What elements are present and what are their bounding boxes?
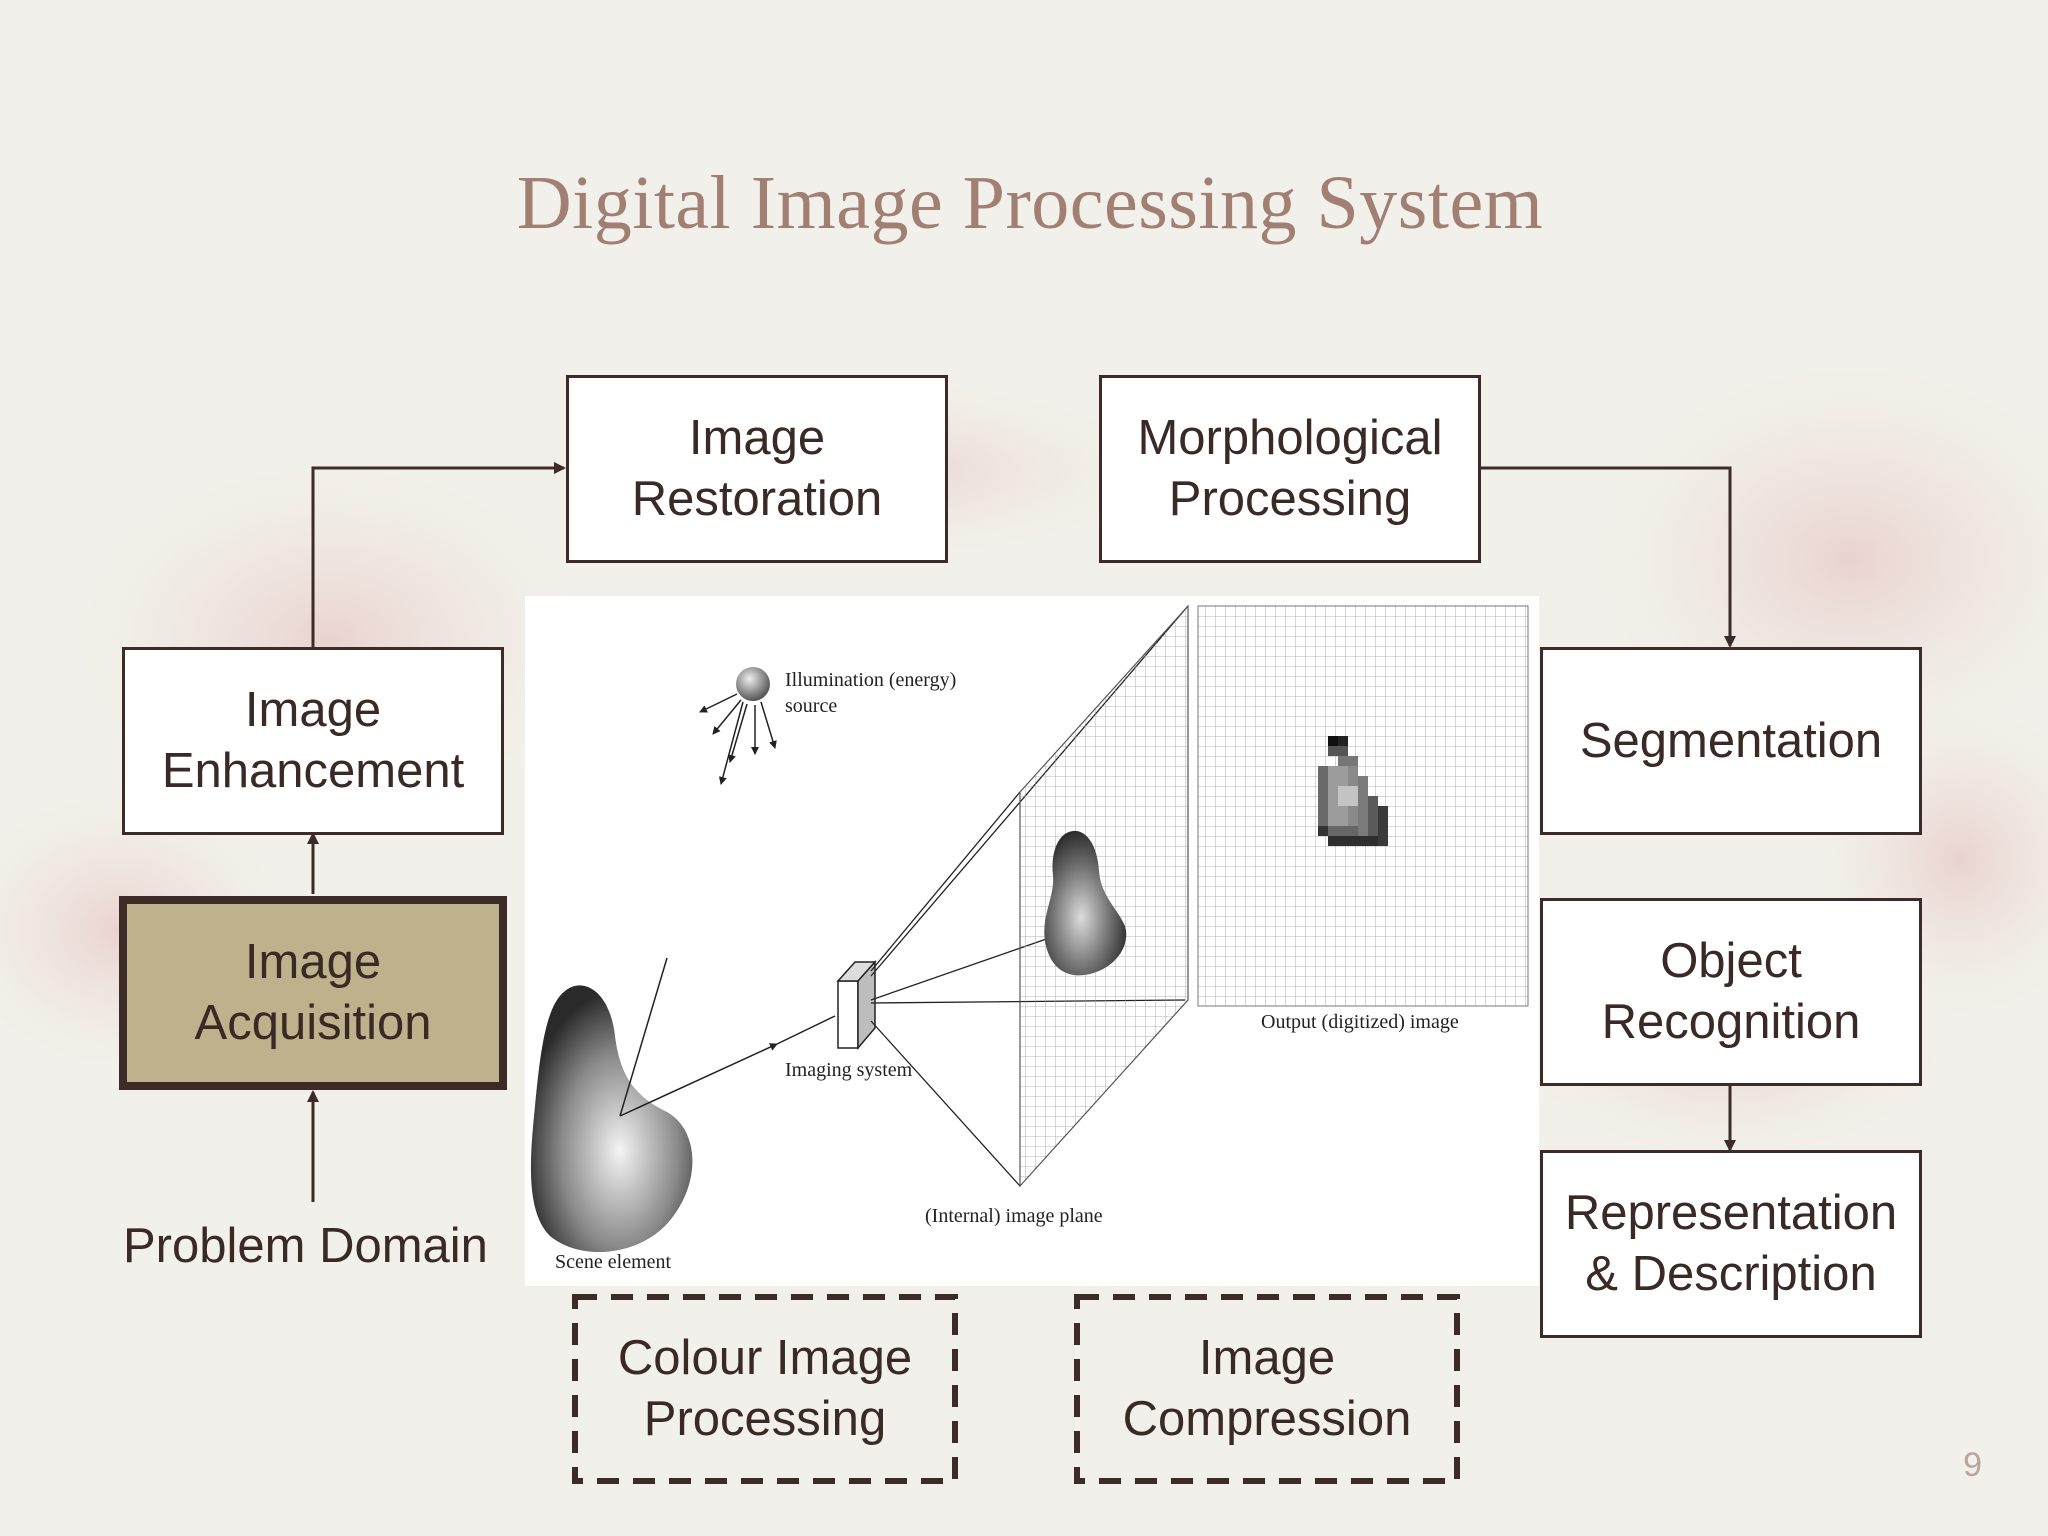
imaging-process-figure: Illumination (energy) source Scene eleme… <box>525 596 1539 1286</box>
scene-element-label: Scene element <box>555 1251 671 1273</box>
colour-image-processing-box[interactable]: Colour Image Processing <box>572 1294 958 1484</box>
imaging-system-label: Imaging system <box>785 1059 913 1081</box>
illumination-label-line2: source <box>785 695 837 717</box>
output-image-label: Output (digitized) image <box>1261 1011 1459 1033</box>
image-enhancement-label: Image Enhancement <box>161 683 465 798</box>
morphological-processing-label: Morphological Processing <box>1137 411 1443 526</box>
imaging-process-illustration: Illumination (energy) source Scene eleme… <box>530 604 1529 1273</box>
image-restoration-label: Image Restoration <box>631 411 883 526</box>
image-acquisition-box[interactable]: Image Acquisition <box>119 896 507 1090</box>
imaging-system-icon <box>836 960 877 1051</box>
object-recognition-label: Object Recognition <box>1601 934 1861 1049</box>
image-restoration-box[interactable]: Image Restoration <box>566 375 948 563</box>
problem-domain-label: Problem Domain <box>123 1219 488 1273</box>
segmentation-box[interactable]: Segmentation <box>1540 647 1922 835</box>
digitized-object-pixels <box>1318 736 1388 846</box>
projected-image-shape <box>1044 830 1127 976</box>
illumination-source-icon <box>736 667 770 701</box>
image-enhancement-box[interactable]: Image Enhancement <box>122 647 504 835</box>
arrow-enhancement-to-restoration <box>311 462 566 647</box>
image-acquisition-label: Image Acquisition <box>194 935 432 1050</box>
segmentation-label: Segmentation <box>1579 713 1883 768</box>
illumination-label-line1: Illumination (energy) <box>785 669 956 691</box>
slide-title: Digital Image Processing System <box>516 161 1544 245</box>
arrow-morphological-to-segmentation <box>1480 466 1736 648</box>
internal-image-plane-label: (Internal) image plane <box>925 1205 1103 1227</box>
scene-element-shape <box>530 985 693 1253</box>
colour-image-processing-label: Colour Image Processing <box>617 1331 913 1446</box>
image-compression-label: Image Compression <box>1122 1331 1412 1446</box>
morphological-processing-box[interactable]: Morphological Processing <box>1099 375 1481 563</box>
object-recognition-box[interactable]: Object Recognition <box>1540 898 1922 1086</box>
image-compression-box[interactable]: Image Compression <box>1074 1294 1460 1484</box>
representation-description-box[interactable]: Representation & Description <box>1540 1150 1922 1338</box>
representation-description-label: Representation & Description <box>1564 1186 1898 1301</box>
page-number: 9 <box>1963 1446 1982 1484</box>
